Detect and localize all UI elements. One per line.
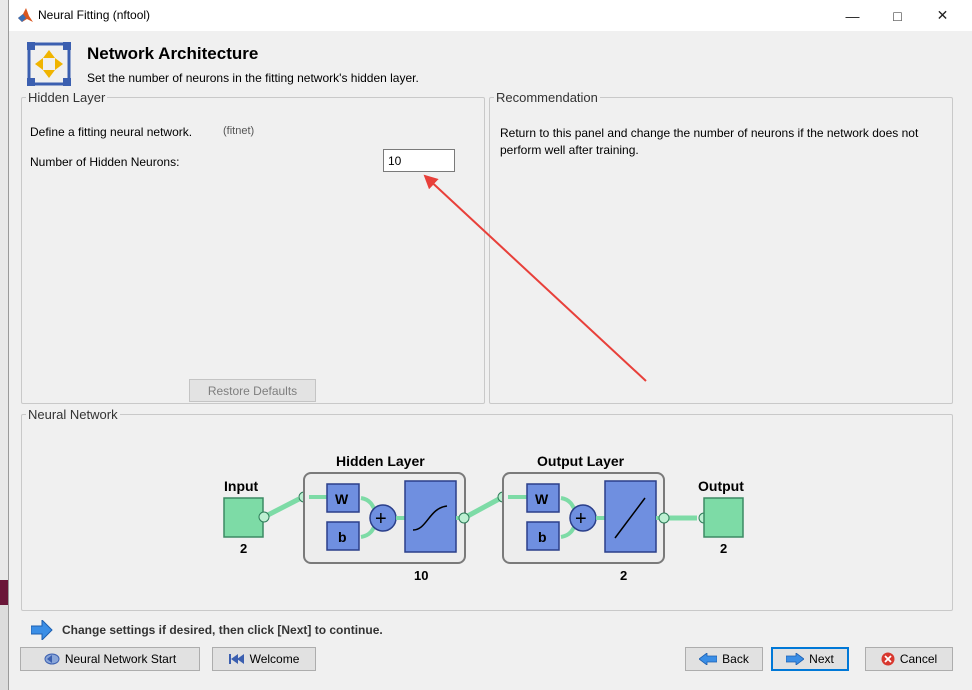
purelin-icon: [614, 497, 646, 539]
network-start-icon: [44, 653, 60, 665]
page-subtitle: Set the number of neurons in the fitting…: [87, 71, 419, 85]
output-sum-symbol: +: [575, 508, 587, 530]
output-weight-label: W: [535, 491, 549, 507]
hidden-neurons-label: Number of Hidden Neurons:: [30, 155, 180, 169]
output-bias-block: [526, 521, 560, 551]
fitnet-label: (fitnet): [223, 125, 255, 137]
back-label: Back: [722, 652, 749, 666]
neural-network-legend: Neural Network: [28, 407, 118, 422]
recommendation-text: Return to this panel and change the numb…: [500, 126, 919, 157]
nftool-window: Neural Fitting (nftool) — □ ✕ Network Ar…: [8, 0, 972, 690]
hidden-bias-label: b: [338, 529, 347, 545]
output-layer-size: 2: [620, 568, 627, 583]
rewind-icon: [228, 654, 244, 664]
define-network-text: Define a fitting neural network.: [30, 125, 193, 139]
hidden-layer-panel: Hidden Layer Define a fitting neural net…: [21, 90, 485, 404]
node-hidden-out: [458, 512, 470, 524]
restore-defaults-button[interactable]: Restore Defaults: [189, 379, 316, 402]
neural-network-start-button[interactable]: Neural Network Start: [20, 647, 200, 671]
input-size: 2: [240, 541, 247, 556]
maximize-icon: □: [893, 7, 902, 24]
output-label: Output: [698, 478, 744, 494]
node-input-out: [258, 511, 270, 523]
node-output-layer-out: [658, 512, 670, 524]
hidden-layer-size: 10: [414, 568, 428, 583]
connector-input-hidden: [262, 496, 301, 520]
maximize-button[interactable]: □: [875, 0, 920, 31]
cancel-icon: [881, 652, 895, 666]
hidden-weight-block: [326, 483, 360, 513]
hidden-layer-title: Hidden Layer: [336, 453, 425, 469]
input-block: [223, 497, 264, 538]
cancel-label: Cancel: [899, 652, 938, 666]
arrow-left-icon: [699, 653, 718, 665]
background-window: [0, 0, 8, 600]
welcome-label: Welcome: [249, 652, 300, 666]
arrow-right-icon: [31, 620, 53, 640]
recommendation-legend: Recommendation: [496, 90, 598, 105]
minimize-button[interactable]: —: [830, 0, 875, 31]
annotation-arrow: [423, 174, 647, 382]
hidden-neurons-input[interactable]: [383, 149, 455, 172]
connector-hidden-output: [462, 496, 501, 521]
output-bias-label: b: [538, 529, 547, 545]
hidden-bias-block: [326, 521, 360, 551]
background-app-bar: [0, 580, 8, 605]
title-bar: Neural Fitting (nftool) — □ ✕: [9, 0, 972, 31]
arrow-right-icon: [786, 653, 805, 665]
close-icon: ✕: [936, 7, 949, 23]
cancel-button[interactable]: Cancel: [865, 647, 953, 671]
page-title: Network Architecture: [87, 44, 259, 63]
hint-text: Change settings if desired, then click […: [62, 623, 383, 637]
output-layer-title: Output Layer: [537, 453, 625, 469]
neural-network-start-label: Neural Network Start: [64, 652, 177, 666]
tansig-icon: [412, 505, 448, 531]
window-title: Neural Fitting (nftool): [38, 8, 151, 22]
close-button[interactable]: ✕: [920, 0, 965, 31]
hidden-weight-label: W: [335, 491, 349, 507]
hidden-sum-symbol: +: [375, 508, 387, 530]
minimize-icon: —: [845, 7, 860, 24]
next-button[interactable]: Next: [771, 647, 849, 671]
recommendation-panel: Recommendation Return to this panel and …: [489, 90, 953, 404]
output-weight-block: [526, 483, 560, 513]
network-architecture-icon: [27, 42, 71, 86]
output-count: 2: [720, 541, 727, 556]
input-label: Input: [224, 478, 259, 494]
matlab-logo-icon: [18, 8, 33, 22]
network-diagram: Input 2 Hidden Layer W b + 10 Output Lay…: [223, 174, 744, 583]
neural-network-panel: Neural Network: [21, 407, 953, 611]
welcome-button[interactable]: Welcome: [212, 647, 316, 671]
next-label: Next: [809, 652, 834, 666]
hidden-layer-legend: Hidden Layer: [28, 90, 106, 105]
back-button[interactable]: Back: [685, 647, 763, 671]
background-app-footer: [0, 605, 8, 690]
output-block: [703, 497, 744, 538]
